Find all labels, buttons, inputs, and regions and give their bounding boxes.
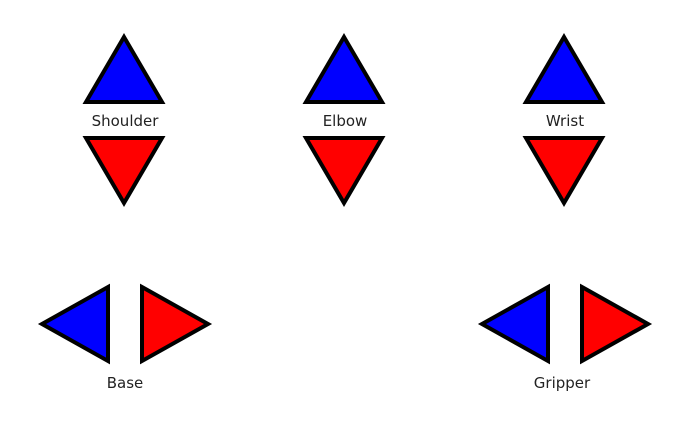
wrist-label: Wrist (545, 112, 585, 130)
wrist-down-button[interactable] (522, 136, 606, 207)
triangle-up-icon (82, 33, 166, 104)
triangle-up-icon (302, 33, 386, 104)
elbow-up-button[interactable] (302, 33, 386, 104)
triangle-down-icon (522, 136, 606, 207)
gripper-label: Gripper (533, 374, 591, 392)
triangle-down-icon (302, 136, 386, 207)
shoulder-label: Shoulder (91, 112, 159, 130)
triangle-right-icon (580, 283, 653, 365)
triangle-right-icon (140, 283, 213, 365)
shoulder-up-button[interactable] (82, 33, 166, 104)
triangle-up-icon (522, 33, 606, 104)
gripper-left-button[interactable] (477, 283, 550, 365)
gripper-right-button[interactable] (580, 283, 653, 365)
base-left-button[interactable] (37, 283, 110, 365)
elbow-label: Elbow (322, 112, 368, 130)
base-right-button[interactable] (140, 283, 213, 365)
triangle-down-icon (82, 136, 166, 207)
elbow-down-button[interactable] (302, 136, 386, 207)
triangle-left-icon (477, 283, 550, 365)
shoulder-down-button[interactable] (82, 136, 166, 207)
base-label: Base (106, 374, 144, 392)
wrist-up-button[interactable] (522, 33, 606, 104)
triangle-left-icon (37, 283, 110, 365)
